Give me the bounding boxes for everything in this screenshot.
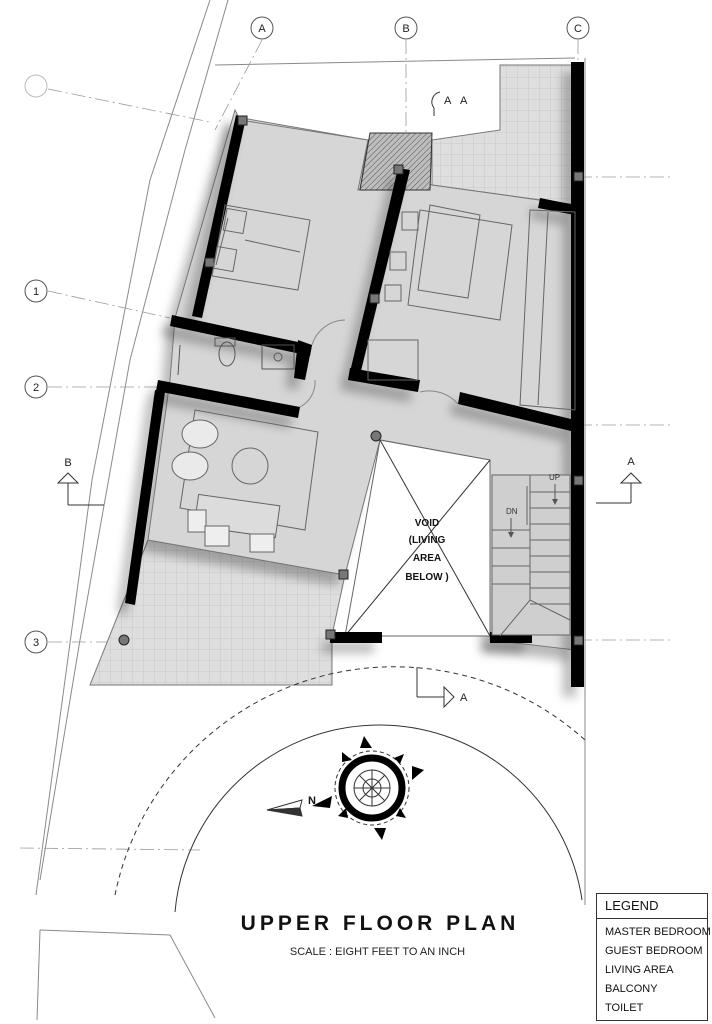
compass-north-label: N bbox=[308, 795, 316, 807]
legend-heading: LEGEND bbox=[597, 894, 707, 919]
guest-bed bbox=[211, 204, 311, 291]
door-swings bbox=[299, 319, 459, 408]
svg-text:AREA: AREA bbox=[413, 553, 441, 564]
grid-bubble-a: A bbox=[250, 16, 274, 40]
stair-up-label: UP bbox=[549, 473, 560, 482]
plan-title: UPPER FLOOR PLAN bbox=[240, 912, 520, 935]
svg-text:3: 3 bbox=[33, 637, 39, 649]
section-label-bottom: A bbox=[460, 692, 468, 704]
section-label-top: A bbox=[444, 95, 452, 107]
compass-rose: N bbox=[266, 736, 424, 840]
legend-item: BALCONY bbox=[605, 983, 658, 995]
living-furniture bbox=[171, 409, 319, 553]
balcony-top-right bbox=[431, 64, 578, 206]
grid-bubble-c: C bbox=[566, 16, 590, 40]
grid-bubble-blank bbox=[24, 74, 48, 98]
legend-item: LIVING AREA bbox=[605, 964, 674, 976]
grid-bubble-2: 2 bbox=[24, 375, 48, 399]
svg-text:2: 2 bbox=[33, 382, 39, 394]
master-bed bbox=[367, 204, 576, 411]
legend-item: MASTER BEDROOM bbox=[605, 926, 711, 938]
legend-item: TOILET bbox=[605, 1002, 644, 1014]
legend-box: LEGEND MASTER BEDROOM GUEST BEDROOM LIVI… bbox=[596, 893, 711, 1021]
svg-text:A: A bbox=[258, 23, 266, 35]
svg-text:1: 1 bbox=[33, 286, 39, 298]
toilet-fixtures bbox=[177, 337, 295, 376]
svg-text:VOID: VOID bbox=[415, 518, 439, 529]
svg-text:C: C bbox=[574, 23, 582, 35]
section-mark-left bbox=[56, 472, 104, 506]
plan-scale: SCALE : EIGHT FEET TO AN INCH bbox=[289, 946, 466, 958]
section-label-left: B bbox=[64, 457, 71, 469]
grid-bubble-b: B bbox=[394, 16, 418, 40]
site-boundary bbox=[35, 0, 586, 1021]
section-mark-top bbox=[431, 91, 441, 116]
grid-bubble-1: 1 bbox=[24, 279, 48, 303]
void-label: VOID (LIVING AREA BELOW ) bbox=[405, 518, 448, 583]
landscape-arcs bbox=[114, 666, 586, 913]
section-label-top-right: A bbox=[460, 95, 468, 107]
section-mark-right bbox=[596, 472, 643, 504]
staircase bbox=[491, 474, 571, 637]
grid-lines bbox=[19, 39, 672, 851]
section-mark-bottom bbox=[416, 667, 455, 709]
svg-text:BELOW ): BELOW ) bbox=[405, 572, 448, 583]
section-label-right: A bbox=[627, 456, 635, 468]
stair-down-label: DN bbox=[506, 507, 518, 516]
svg-text:(LIVING: (LIVING bbox=[409, 535, 446, 546]
legend-item: GUEST BEDROOM bbox=[605, 945, 703, 957]
walls bbox=[125, 62, 584, 687]
svg-text:B: B bbox=[402, 23, 409, 35]
columns bbox=[118, 115, 584, 646]
duct-shaft bbox=[359, 132, 433, 191]
grid-bubble-3: 3 bbox=[24, 630, 48, 654]
